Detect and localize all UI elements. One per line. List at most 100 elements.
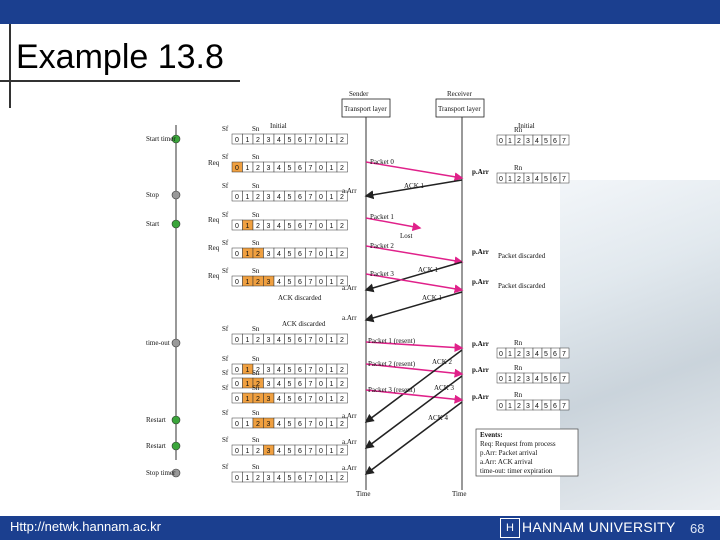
receiver-window-cell-label: 7	[562, 138, 566, 145]
window-cell-label: 3	[267, 421, 271, 428]
window-cell-label: 1	[246, 194, 250, 201]
receiver-window-cell-label: 3	[526, 351, 530, 358]
receiver-window-cell-label: 7	[562, 176, 566, 183]
receiver-window-cell-label: 0	[499, 351, 503, 358]
window-cell-label: 4	[277, 367, 281, 374]
window-cell-label: 0	[319, 279, 323, 286]
title-vertical-rule	[9, 24, 11, 108]
legend-box	[475, 428, 579, 477]
receiver-window-cell-label: 0	[499, 138, 503, 145]
sf-label: Sf	[222, 325, 229, 333]
window-cell-label: 7	[309, 137, 313, 144]
message-arrow	[364, 375, 463, 449]
window-cell-label: 0	[319, 421, 323, 428]
legend-timeout: time-out: timer expiration	[480, 467, 553, 475]
message-label: Packet 2 (resent)	[368, 360, 416, 368]
window-cell-label: 0	[235, 223, 239, 230]
window-cell-label: 2	[256, 421, 260, 428]
window-cell-label: 2	[340, 279, 344, 286]
message-arrow	[364, 401, 463, 475]
receiver-window-cell-label: 2	[517, 176, 521, 183]
window-cell-label: 2	[256, 194, 260, 201]
page-number: 68	[690, 521, 705, 536]
message-label: ACK 1	[418, 266, 439, 274]
window-cell-label: 7	[309, 194, 313, 201]
window-cell-label: 0	[235, 381, 239, 388]
receiver-window-cell-label: 6	[553, 376, 557, 383]
window-cell-label: 0	[235, 194, 239, 201]
window-cell-label: 7	[309, 165, 313, 172]
window-cell	[336, 444, 348, 456]
receiver-window-cell-label: 1	[508, 351, 512, 358]
window-cell-label: 0	[235, 367, 239, 374]
rn-label: Rn	[514, 339, 523, 347]
timer-event-label: Stop timer	[146, 469, 176, 477]
window-cell-label: 7	[309, 279, 313, 286]
university-name: HANNAM UNIVERSITY	[522, 519, 676, 535]
message-arrow	[365, 389, 464, 404]
window-cell-label: 4	[277, 194, 281, 201]
receiver-window-cell-label: 3	[526, 176, 530, 183]
window-cell-label: 1	[246, 448, 250, 455]
receiver-window-cell-label: 4	[535, 403, 539, 410]
receiver-window-cell-label: 3	[526, 403, 530, 410]
window-cell-label: 2	[256, 223, 260, 230]
rn-label: Rn	[514, 164, 523, 172]
timer-event-label: time-out	[146, 339, 170, 347]
req-label: Req	[208, 216, 220, 224]
window-cell-label: 2	[340, 448, 344, 455]
window-cell-label: 6	[298, 421, 302, 428]
window-cell-label: 2	[340, 194, 344, 201]
window-cell-label: 5	[288, 251, 292, 258]
window-cell	[336, 275, 348, 287]
packet-arrival-label: p.Arr	[472, 340, 489, 348]
window-cell-label: 0	[235, 448, 239, 455]
window-cell-label: 6	[298, 367, 302, 374]
receiver-window-cell-label: 6	[553, 403, 557, 410]
receiver-window-cell-label: 2	[517, 403, 521, 410]
req-label: Req	[208, 272, 220, 280]
timer-event-label: Stop	[146, 191, 159, 199]
sn-label: Sn	[252, 267, 260, 275]
timer-event-marker	[171, 338, 181, 348]
receiver-window-cell	[559, 347, 570, 359]
receiver-window-cell-label: 0	[499, 176, 503, 183]
window-cell-label: 1	[246, 165, 250, 172]
sender-initial-label: Initial	[270, 122, 287, 130]
receiver-window-cell-label: 2	[517, 351, 521, 358]
footer-bar	[0, 516, 720, 540]
window-cell-label: 4	[277, 448, 281, 455]
title-horizontal-rule	[0, 80, 240, 82]
sf-label: Sf	[222, 267, 229, 275]
packet-discarded-label: Packet discarded	[498, 282, 546, 290]
message-arrow	[365, 161, 464, 182]
receiver-window-cell-label: 2	[517, 376, 521, 383]
background-photo	[560, 180, 720, 510]
window-cell-label: 3	[267, 337, 271, 344]
receiver-transport-label: Transport layer	[438, 105, 481, 113]
receiver-window-cell-label: 1	[508, 176, 512, 183]
window-cell-label: 7	[309, 475, 313, 482]
packet-arrival-label: p.Arr	[472, 278, 489, 286]
sf-label: Sf	[222, 211, 229, 219]
receiver-initial-label: Initial	[518, 122, 535, 130]
window-cell-label: 2	[340, 251, 344, 258]
window-cell-label: 5	[288, 381, 292, 388]
sn-label: Sn	[252, 409, 260, 417]
window-cell-label: 7	[309, 448, 313, 455]
window-cell-label: 7	[309, 381, 313, 388]
req-label: Req	[208, 244, 220, 252]
window-cell-label: 4	[277, 251, 281, 258]
receiver-window-cell	[559, 172, 570, 184]
sf-label: Sf	[222, 153, 229, 161]
receiver-window-cell-label: 5	[544, 351, 548, 358]
receiver-window-cell-label: 0	[499, 403, 503, 410]
window-cell-label: 0	[235, 137, 239, 144]
window-cell-label: 5	[288, 337, 292, 344]
message-label: ACK 1	[422, 294, 443, 302]
window-cell-label: 2	[340, 337, 344, 344]
rn-label: Rn	[514, 391, 523, 399]
window-cell-label: 2	[340, 396, 344, 403]
receiver-window-cell	[559, 399, 570, 411]
window-cell-label: 1	[330, 165, 334, 172]
